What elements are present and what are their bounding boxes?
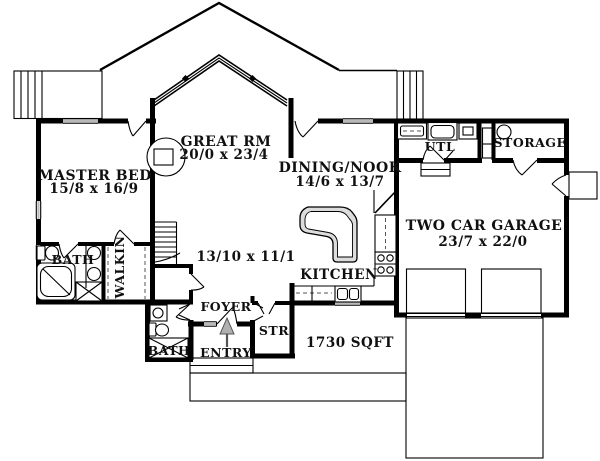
great-rm-label: GREAT RM: [181, 134, 272, 150]
stair-break-line: [154, 252, 181, 263]
kitchen-island-inner: [304, 211, 353, 258]
toilet-tank: [36, 245, 46, 261]
dining-nook-label: DINING/NOOK: [279, 160, 402, 176]
storage-fixtures: [496, 124, 512, 140]
interior-walls: [36, 242, 292, 305]
powder-bath-label: BATH: [148, 343, 191, 358]
stair-closet-door: [190, 273, 205, 291]
exterior-walls: [36, 98, 569, 362]
storage-door: [512, 159, 538, 176]
dining-nook-dims: 14/6 x 13/7: [295, 174, 384, 190]
master-bath-door: [58, 243, 79, 259]
powder-toilet-tank: [148, 322, 157, 337]
powder-toilet-bowl: [154, 323, 170, 337]
mullion-dot: [248, 74, 257, 83]
window-master-left: [35, 201, 42, 219]
prow-glass-line: [153, 57, 288, 104]
storage-label: STORAGE: [493, 135, 566, 150]
powder-bath-door: [175, 303, 191, 321]
prow-glass-line: [153, 54, 288, 101]
window-dining-top: [343, 118, 373, 124]
kitchen-fixtures: [294, 190, 397, 303]
utl-door: [422, 145, 445, 161]
stairs: [154, 221, 181, 264]
great-room-fireplace: [146, 137, 186, 177]
utl-label: UTL: [425, 139, 456, 154]
doors: [58, 120, 598, 325]
walkway: [189, 372, 407, 402]
labels: GREAT RM 20/0 x 23/4 MASTER BED 15/8 x 1…: [38, 134, 566, 360]
garage-door-bay: [480, 268, 542, 314]
roof-ridge: [99, 1, 340, 72]
master-bed-label: MASTER BED: [38, 168, 152, 184]
master-bath-label: BATH: [52, 252, 95, 267]
walkin-fixtures: [107, 247, 146, 299]
powder-bath-fixtures: [148, 304, 189, 359]
garage-label: TWO CAR GARAGE: [406, 218, 563, 234]
walkin-door: [113, 229, 135, 245]
utility-fixtures: [396, 121, 493, 177]
water-heater: [496, 124, 512, 140]
garage-door-bay: [405, 268, 467, 314]
master-bed-dims: 15/8 x 16/9: [49, 181, 138, 197]
entry-label: ENTRY: [200, 345, 252, 360]
entry-direction-arrow: [219, 316, 235, 347]
powder-sink: [152, 307, 164, 319]
garage-dims: 23/7 x 22/0: [438, 234, 527, 250]
garage-side-door: [551, 171, 598, 200]
vanity-sink: [86, 245, 102, 261]
walkin-label: WALKIN: [112, 236, 127, 300]
foyer-label: FOYER: [200, 299, 251, 314]
kitchen-label: KITCHEN: [300, 267, 378, 283]
pantry-door: [374, 190, 397, 214]
dining-rear-door: [294, 120, 319, 138]
front-door: [216, 306, 238, 325]
garage-fixtures: [405, 268, 542, 318]
vanity-sink: [86, 266, 102, 282]
side-stoop: [568, 171, 598, 200]
tub-diagonal: [42, 268, 71, 296]
window-entry-sidelite: [204, 321, 216, 327]
deck-door: [127, 120, 147, 137]
prow-glass-line: [153, 60, 288, 107]
furnace: [481, 127, 493, 159]
window-master-top: [63, 118, 98, 124]
mullion-dot: [181, 74, 190, 83]
deck: [13, 70, 103, 120]
opening-chevrons: [178, 150, 454, 323]
driveway: [405, 317, 544, 459]
site-features: [13, 1, 544, 459]
hall-dims: 13/10 x 11/1: [196, 249, 295, 265]
prow-windows: [153, 54, 288, 107]
great-rm-dims: 20/0 x 23/4: [179, 147, 268, 163]
master-bath-fixtures: [36, 245, 103, 302]
toilet-bowl: [44, 245, 60, 261]
str-label: STR: [259, 323, 289, 338]
total-area-label: 1730 SQFT: [306, 335, 394, 351]
